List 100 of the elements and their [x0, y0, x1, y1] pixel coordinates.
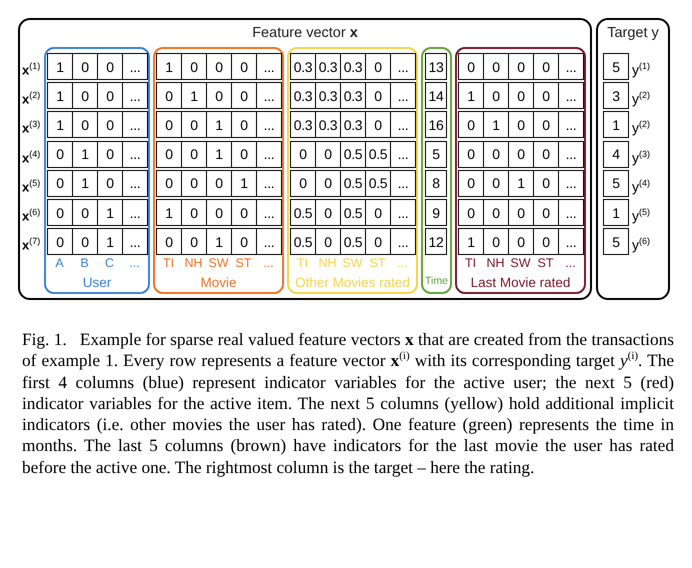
table-cell: 0.3	[315, 111, 341, 138]
table-cell: 0	[508, 140, 534, 168]
table-cell: 0	[181, 170, 207, 197]
table-cell: 0	[231, 82, 257, 110]
table-cell: 0.5	[340, 199, 366, 226]
table-cell: 0	[156, 140, 182, 168]
table-cell: 1	[206, 111, 232, 138]
table-cell: 0.3	[340, 111, 366, 138]
row-label: x$^{(2)}$	[22, 89, 40, 109]
table-cell: 0	[483, 228, 509, 256]
table-cell: 1	[231, 170, 257, 197]
column-label: ST	[368, 256, 386, 270]
table-cell: 0	[47, 170, 73, 197]
table-cell: 0	[315, 140, 341, 168]
group-box	[287, 47, 418, 294]
table-cell: ...	[390, 82, 416, 110]
column-label: TI	[162, 256, 176, 270]
table-cell: 0	[231, 53, 257, 80]
table-cell: 12	[425, 228, 447, 256]
target-label: y$^{(3)}$	[632, 148, 650, 168]
table-cell: ...	[256, 111, 282, 138]
column-label: NH	[317, 256, 338, 270]
table-cell: 0	[181, 140, 207, 168]
table-cell: 1	[181, 82, 207, 110]
table-cell: ...	[122, 140, 148, 168]
table-cell: 1	[508, 170, 534, 197]
table-cell: ...	[390, 170, 416, 197]
table-cell: ...	[390, 140, 416, 168]
table-cell: ...	[122, 228, 148, 256]
table-cell: 0	[533, 228, 559, 256]
column-label: TI	[464, 256, 478, 270]
table-cell: 8	[425, 170, 447, 197]
table-cell: 1	[156, 199, 182, 226]
target-label: y$^{(1)}$	[632, 60, 650, 80]
table-cell: 1	[47, 53, 73, 80]
table-cell: 0	[206, 170, 232, 197]
table-cell: 0	[508, 82, 534, 110]
table-cell: 0	[483, 199, 509, 226]
table-cell: ...	[122, 53, 148, 80]
table-cell: 0	[156, 111, 182, 138]
table-cell: 0	[72, 82, 98, 110]
table-cell: ...	[390, 228, 416, 256]
table-cell: 0	[533, 140, 559, 168]
column-label: ST	[536, 256, 554, 270]
table-cell: 0.3	[290, 82, 316, 110]
table-cell: 1	[206, 140, 232, 168]
table-cell: 0	[206, 199, 232, 226]
table-cell: 0	[533, 199, 559, 226]
target-cell: 4	[603, 140, 629, 168]
table-cell: ...	[558, 170, 584, 197]
table-cell: ...	[390, 111, 416, 138]
column-label: C	[104, 256, 116, 270]
column-label: NH	[485, 256, 506, 270]
table-cell: 5	[425, 140, 447, 168]
table-cell: 0	[508, 228, 534, 256]
table-cell: ...	[256, 228, 282, 256]
table-cell: 0	[97, 111, 123, 138]
table-cell: 0.3	[340, 82, 366, 110]
table-cell: ...	[558, 53, 584, 80]
table-cell: 0	[206, 82, 232, 110]
table-cell: 0	[533, 111, 559, 138]
column-label: B	[79, 256, 90, 270]
table-cell: ...	[122, 82, 148, 110]
table-cell: 0	[533, 170, 559, 197]
column-label: ...	[564, 256, 577, 270]
table-cell: 0	[231, 199, 257, 226]
column-label: SW	[509, 256, 532, 270]
target-label: y$^{(2)}$	[632, 89, 650, 109]
row-label: x$^{(1)}$	[22, 60, 40, 80]
table-cell: 0.5	[365, 140, 391, 168]
target-label: y$^{(5)}$	[632, 206, 650, 226]
column-label: SW	[341, 256, 364, 270]
table-cell: 0	[483, 53, 509, 80]
table-cell: 0.5	[340, 140, 366, 168]
column-label: ...	[128, 256, 141, 270]
target-cell: 5	[603, 53, 629, 80]
figure-caption: Fig. 1. Example for sparse real valued feature vectors x that are created from the transactions of example 1. Every row represents a feature vector x$^{(i)}$ with its corresponding target y$^{(i)}$. The first 4 columns (blue) represent indicator variables for the active user; the next 5 (red) indicator variables for the active item. The next 5 columns (yellow) hold additional implicit indicators (i.e. other movies the user has rated). One feature (green) represents the time in months. The last 5 columns (brown) have indicators for the last movie the user has rated before the active one. The rightmost column is the target – here the rating.	[22, 329, 674, 478]
table-cell: 0	[97, 53, 123, 80]
column-label: A	[54, 256, 65, 270]
table-cell: 0	[483, 140, 509, 168]
table-cell: 0	[508, 53, 534, 80]
table-cell: ...	[390, 199, 416, 226]
table-cell: ...	[558, 82, 584, 110]
table-cell: 0	[97, 82, 123, 110]
table-cell: 13	[425, 53, 447, 80]
table-cell: ...	[558, 140, 584, 168]
table-cell: 0.3	[340, 53, 366, 80]
table-cell: 1	[156, 53, 182, 80]
table-cell: 0	[181, 199, 207, 226]
table-cell: 0	[508, 199, 534, 226]
table-cell: 1	[72, 170, 98, 197]
group-label: User	[82, 275, 112, 290]
table-cell: 0.3	[290, 53, 316, 80]
table-cell: 0	[458, 140, 484, 168]
row-label: x$^{(3)}$	[22, 118, 40, 138]
group-label: Time	[424, 275, 449, 287]
target-cell: 3	[603, 82, 629, 110]
table-cell: 0	[47, 140, 73, 168]
table-cell: ...	[256, 53, 282, 80]
table-cell: ...	[390, 53, 416, 80]
